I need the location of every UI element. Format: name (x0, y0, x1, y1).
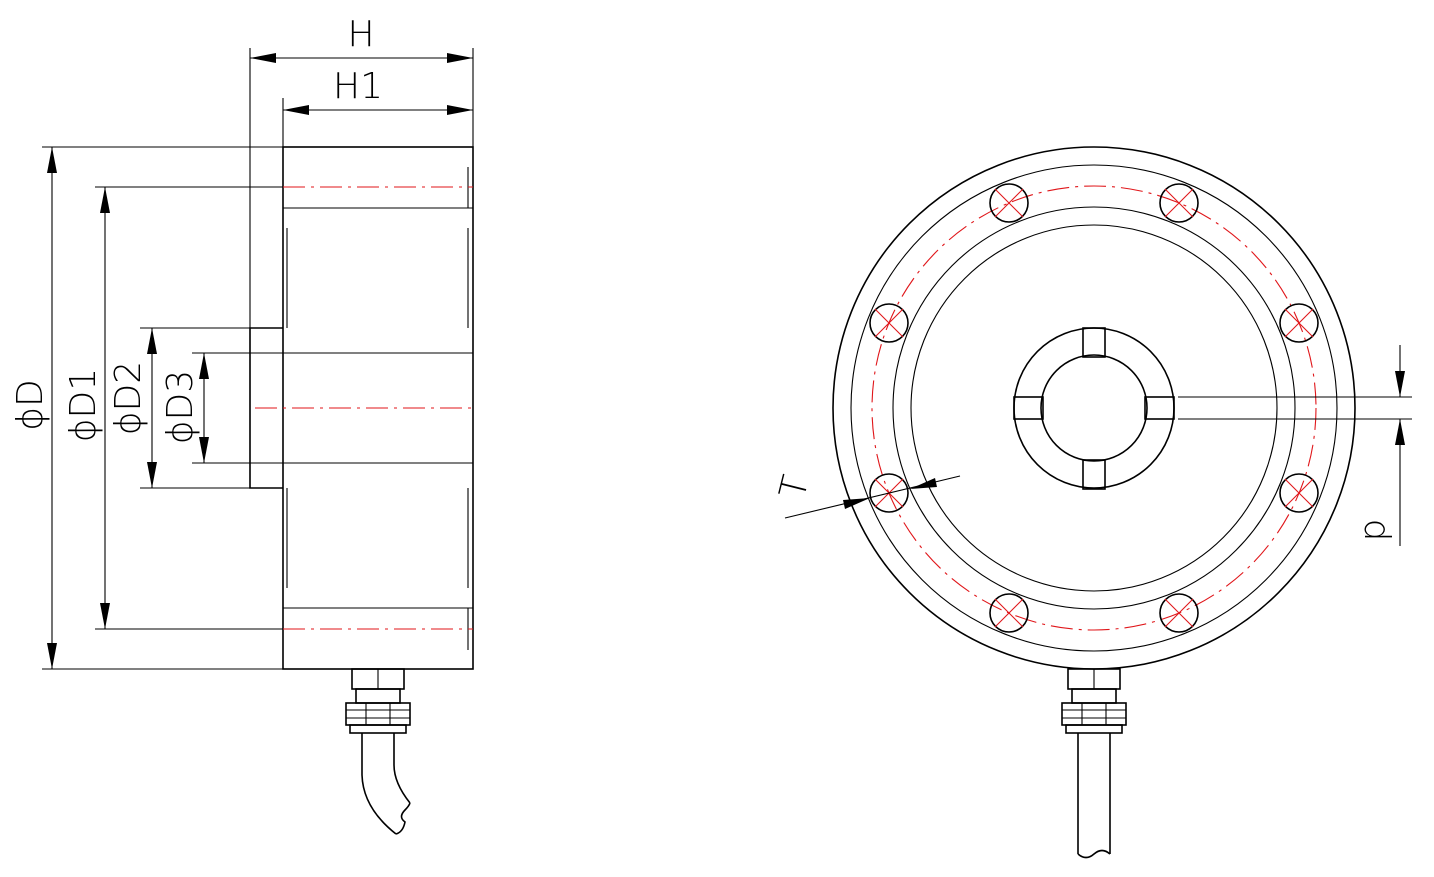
bolt-hole (869, 303, 909, 343)
bolt-hole (989, 183, 1029, 223)
label-d-small: d (1356, 519, 1397, 542)
bolt-hole (1159, 183, 1199, 223)
bolt-hole (869, 473, 909, 513)
cable-side (361, 733, 411, 835)
bolt-holes (869, 183, 1319, 633)
label-h: H (347, 14, 374, 55)
bolt-hole (1159, 593, 1199, 633)
label-d2: ϕD2 (108, 361, 149, 435)
cable-front (1077, 733, 1111, 859)
side-view: H H1 ϕD ϕD1 ϕD2 (10, 14, 474, 835)
bolt-hole (989, 593, 1029, 633)
bolt-hole (1279, 473, 1319, 513)
front-view: T d (772, 146, 1412, 859)
dimension-d1: ϕD1 (63, 187, 110, 629)
dimension-d: ϕD (10, 147, 57, 669)
label-h1: H1 (333, 66, 383, 107)
label-t: T (772, 472, 817, 503)
dimension-d3: ϕD3 (160, 353, 209, 463)
bolt-hole (1279, 303, 1319, 343)
flange-outer-circle (850, 164, 1338, 652)
keyways (1013, 327, 1175, 490)
label-d1: ϕD1 (63, 368, 104, 442)
diaphragm-circle (910, 224, 1278, 592)
cable-gland-front (1061, 668, 1127, 734)
bore-circle (1040, 354, 1148, 462)
dimension-h: H (250, 14, 473, 63)
flange-inner-circle (892, 206, 1296, 610)
dimension-d-small: d (1178, 345, 1412, 546)
dimension-t: T (772, 472, 961, 519)
cable-gland-side (345, 668, 411, 734)
label-d3: ϕD3 (160, 370, 201, 444)
dimension-d2: ϕD2 (108, 328, 157, 488)
hub-outer-circle (1013, 327, 1175, 489)
label-d: ϕD (10, 379, 51, 430)
dimension-h1: H1 (283, 66, 473, 115)
hub-outline (249, 327, 283, 489)
bolt-circle (871, 185, 1317, 631)
